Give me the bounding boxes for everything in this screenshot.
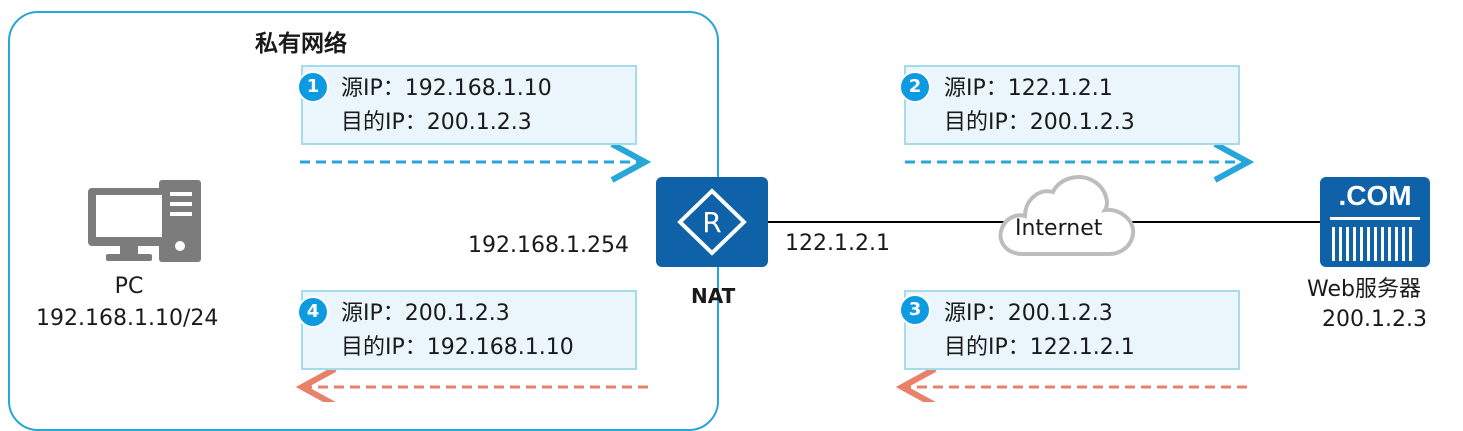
server-bars (1332, 227, 1412, 261)
pc-ip: 192.168.1.10/24 (36, 306, 219, 331)
cloud-icon (998, 175, 1136, 256)
server-name: Web服务器 (1307, 277, 1421, 302)
web-server-icon: .COM (1320, 177, 1430, 267)
nat-inside-ip: 192.168.1.254 (468, 233, 629, 258)
nat-outside-ip: 122.1.2.1 (785, 231, 890, 256)
router-icon: R (656, 177, 768, 267)
router-letter: R (702, 206, 721, 239)
connections-layer (0, 122, 1320, 402)
packet-2-src: 源IP：122.1.2.1 (944, 76, 1113, 101)
packet-box-1: 源IP：192.168.1.10 目的IP：200.1.2.3 (301, 65, 637, 145)
private-network-title: 私有网络 (255, 31, 347, 57)
packet-2-dst: 目的IP：200.1.2.3 (944, 110, 1135, 135)
packet-3-src: 源IP：200.1.2.3 (944, 301, 1113, 326)
router-diamond: R (677, 188, 747, 256)
step-badge-3: 3 (899, 294, 931, 326)
server-ip: 200.1.2.3 (1322, 307, 1427, 332)
step-badge-1: 1 (297, 71, 329, 103)
step-badge-2: 2 (899, 71, 931, 103)
step-badge-4: 4 (297, 296, 329, 328)
packet-3-dst: 目的IP：122.1.2.1 (944, 335, 1135, 360)
pc-icon (88, 180, 201, 262)
server-divider (1330, 217, 1420, 220)
pc-name: PC (114, 274, 144, 299)
packet-box-4: 源IP：200.1.2.3 目的IP：192.168.1.10 (301, 290, 637, 370)
internet-label: Internet (1015, 216, 1103, 241)
packet-1-dst: 目的IP：200.1.2.3 (341, 110, 532, 135)
packet-box-3: 源IP：200.1.2.3 目的IP：122.1.2.1 (904, 290, 1240, 370)
packet-4-dst: 目的IP：192.168.1.10 (341, 335, 574, 360)
packet-box-2: 源IP：122.1.2.1 目的IP：200.1.2.3 (904, 65, 1240, 145)
packet-4-src: 源IP：200.1.2.3 (341, 301, 510, 326)
server-badge-text: .COM (1338, 180, 1412, 211)
nat-name: NAT (691, 284, 736, 308)
packet-1-src: 源IP：192.168.1.10 (341, 76, 552, 101)
